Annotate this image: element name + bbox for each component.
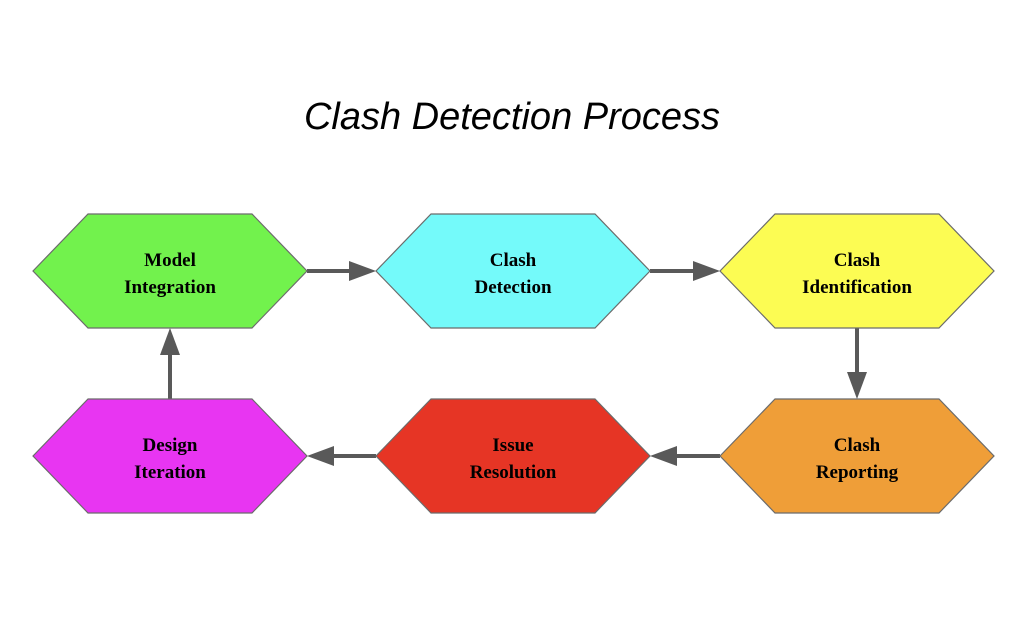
arrowhead-icon	[307, 446, 334, 466]
edge-clash-reporting-to-issue-resolution	[650, 446, 720, 466]
node-label: Integration	[124, 277, 216, 298]
arrowhead-icon	[693, 261, 720, 281]
hexagon-shape	[719, 213, 995, 329]
arrowhead-icon	[847, 372, 867, 399]
edge-issue-resolution-to-design-iteration	[307, 446, 376, 466]
edge-model-integration-to-clash-detection	[307, 261, 376, 281]
node-label: Clash	[834, 250, 881, 271]
edge-design-iteration-to-model-integration	[160, 328, 180, 399]
hexagon-shape	[32, 213, 308, 329]
hexagon-shape	[375, 398, 651, 514]
node-label: Issue	[492, 435, 533, 456]
node-label: Detection	[474, 277, 551, 298]
hexagon-shape	[375, 213, 651, 329]
node-label: Model	[144, 250, 196, 271]
arrowhead-icon	[650, 446, 677, 466]
node-label: Reporting	[816, 462, 899, 483]
node-label: Clash	[834, 435, 881, 456]
hexagon-shape	[32, 398, 308, 514]
edge-clash-identification-to-clash-reporting	[847, 328, 867, 399]
node-label: Clash	[490, 250, 537, 271]
diagram-title: Clash Detection Process	[303, 96, 721, 138]
edges-layer	[160, 261, 867, 466]
nodes-layer: ModelIntegrationClashDetectionClashIdent…	[32, 213, 995, 514]
node-label: Iteration	[134, 462, 206, 483]
arrowhead-icon	[160, 328, 180, 355]
arrowhead-icon	[349, 261, 376, 281]
hexagon-shape	[719, 398, 995, 514]
node-label: Identification	[802, 277, 912, 298]
edge-clash-detection-to-clash-identification	[650, 261, 720, 281]
node-label: Design	[143, 435, 198, 456]
node-label: Resolution	[470, 462, 557, 483]
